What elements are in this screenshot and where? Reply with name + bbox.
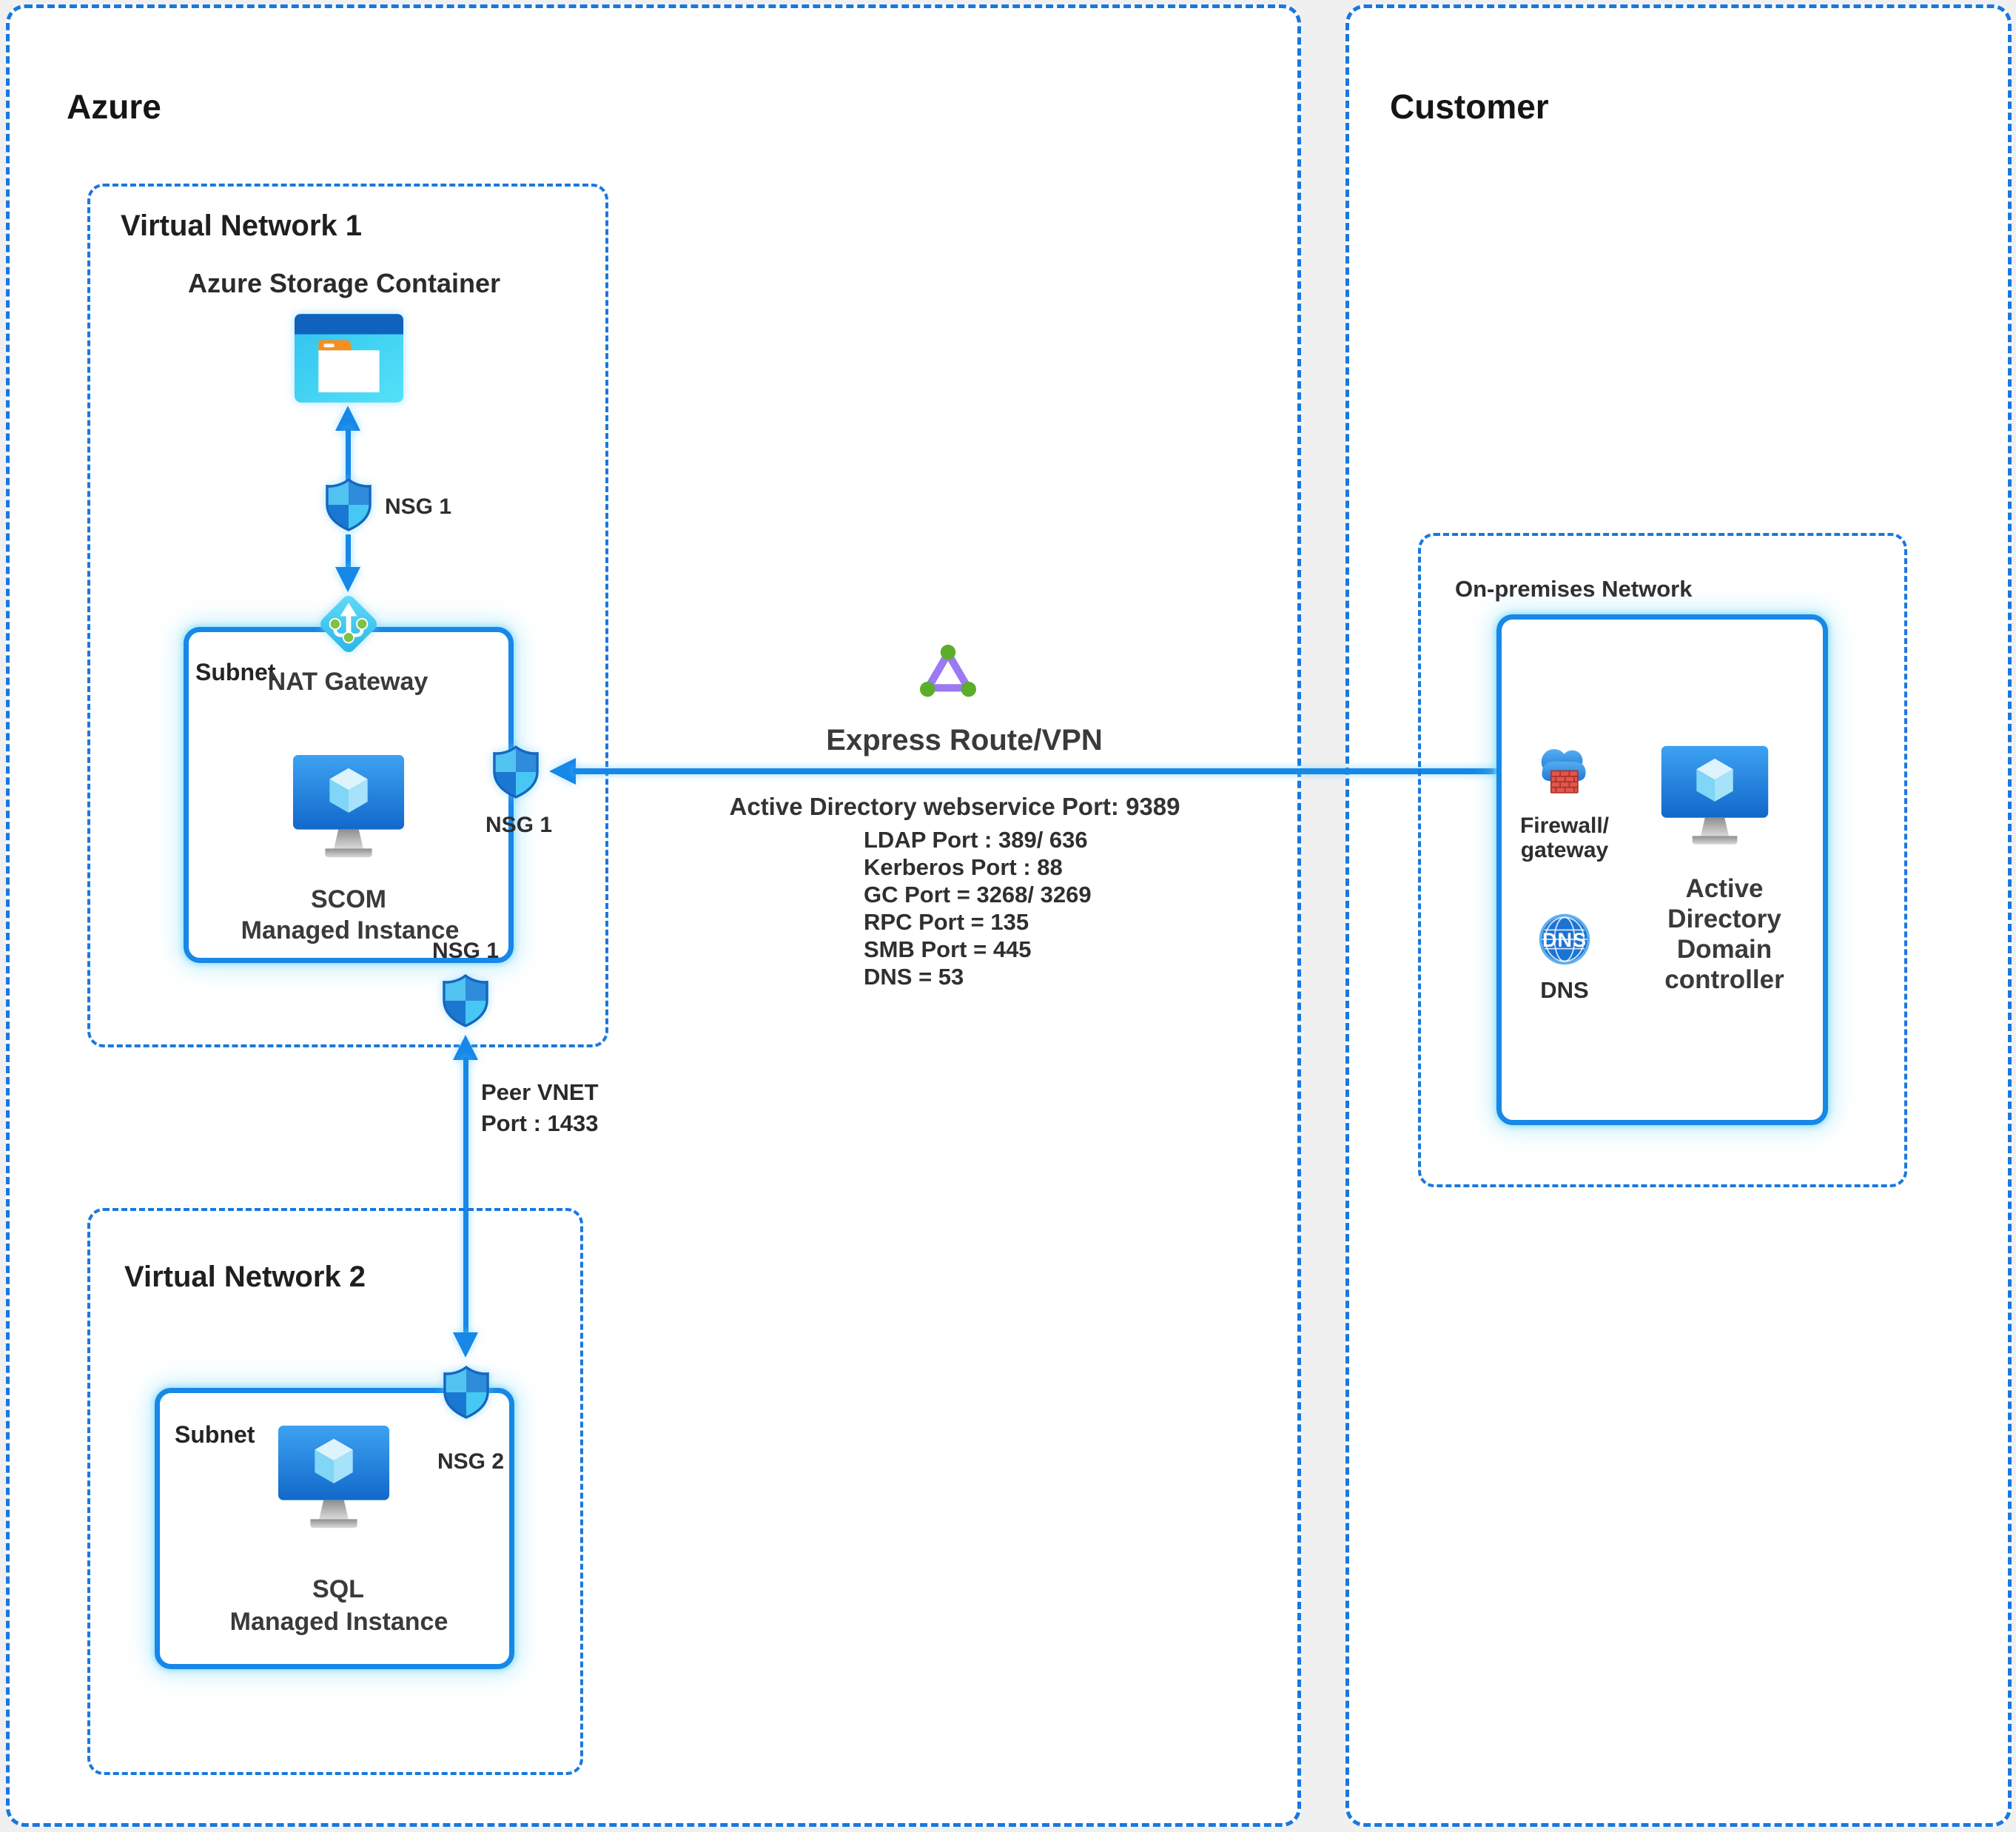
onprem-network-label: On-premises Network xyxy=(1455,576,1693,602)
ad-webservice-label: Active Directory webservice Port: 9389 xyxy=(729,793,1180,820)
active-directory-dc-icon xyxy=(1656,743,1773,856)
port-item: LDAP Port : 389/ 636 xyxy=(864,827,1088,853)
nat-gateway-icon xyxy=(317,592,380,656)
arrow-storage-up-head xyxy=(335,406,360,431)
vnet1-label: Virtual Network 1 xyxy=(121,209,363,242)
storage-label: Azure Storage Container xyxy=(187,268,501,298)
scom-managed-instance-icon xyxy=(290,752,407,869)
scom-label-line2: Managed Instance xyxy=(241,916,460,944)
firewall-gateway-icon xyxy=(1533,739,1594,799)
port-item: Kerberos Port : 88 xyxy=(864,854,1063,880)
vnet1-box xyxy=(87,184,608,1047)
vnet2-label: Virtual Network 2 xyxy=(124,1261,366,1293)
h-arrow-left-head xyxy=(549,758,576,785)
peer-vnet-label-line1: Peer VNET xyxy=(481,1079,599,1105)
active-directory-dc-label: Active Directory Domain controller xyxy=(1664,873,1784,995)
dns-label: DNS xyxy=(1540,977,1589,1003)
peer-arrow-down-head xyxy=(453,1332,478,1358)
addc-label-line: Directory xyxy=(1667,905,1781,933)
vnet2-box xyxy=(87,1208,583,1775)
nsg1-right-label: NSG 1 xyxy=(485,813,553,837)
subnet2-label: Subnet xyxy=(175,1421,255,1448)
arrow-nat-line xyxy=(346,534,351,570)
nsg1-shield-icon xyxy=(326,478,372,531)
addc-label-line: Domain xyxy=(1676,935,1773,964)
subnet1-label: Subnet xyxy=(195,659,276,685)
scom-label-line1: SCOM xyxy=(311,885,386,913)
port-item: SMB Port = 445 xyxy=(864,936,1032,962)
customer-zone-title: Customer xyxy=(1390,87,1549,126)
peer-arrow-up-head xyxy=(453,1035,478,1060)
dns-icon-text: DNS xyxy=(1542,929,1587,951)
azure-zone-title: Azure xyxy=(67,87,161,126)
nsg2-label: NSG 2 xyxy=(437,1449,505,1474)
nsg2-shield-icon xyxy=(443,1363,489,1421)
azure-storage-icon xyxy=(295,314,403,403)
firewall-label-line2: gateway xyxy=(1520,838,1609,862)
nsg1-top-label: NSG 1 xyxy=(385,494,452,519)
express-route-label: Express Route/VPN xyxy=(826,724,1103,756)
nsg1-bottom-label: NSG 1 xyxy=(431,939,500,963)
peer-arrow-line xyxy=(463,1057,468,1335)
onprem-network-box xyxy=(1418,533,1907,1187)
peer-vnet-label-line2: Port : 1433 xyxy=(481,1110,599,1136)
firewall-label-line1: Firewall/ xyxy=(1519,813,1610,838)
port-list: LDAP Port : 389/ 636 Kerberos Port : 88 … xyxy=(864,826,1092,990)
nsg1-right-shield-icon xyxy=(493,745,539,799)
sql-managed-instance-icon xyxy=(275,1423,392,1540)
sql-label-line1: SQL xyxy=(312,1575,364,1603)
arrow-nat-down-head xyxy=(335,567,360,592)
onprem-inner-box xyxy=(1496,614,1828,1125)
sql-label-line2: Managed Instance xyxy=(229,1608,448,1636)
arrow-storage-line xyxy=(346,428,351,483)
nat-gateway-label: NAT Gateway xyxy=(267,668,429,696)
port-item: RPC Port = 135 xyxy=(864,909,1029,935)
port-item: GC Port = 3268/ 3269 xyxy=(864,882,1092,907)
addc-label-line: Active xyxy=(1685,874,1764,903)
h-arrow-line xyxy=(573,768,1634,774)
nsg1-bottom-shield-icon xyxy=(443,973,488,1029)
addc-label-line: controller xyxy=(1664,965,1784,994)
port-item: DNS = 53 xyxy=(864,964,964,990)
firewall-gateway-label: Firewall/ gateway xyxy=(1520,813,1609,862)
express-route-icon xyxy=(919,644,977,700)
